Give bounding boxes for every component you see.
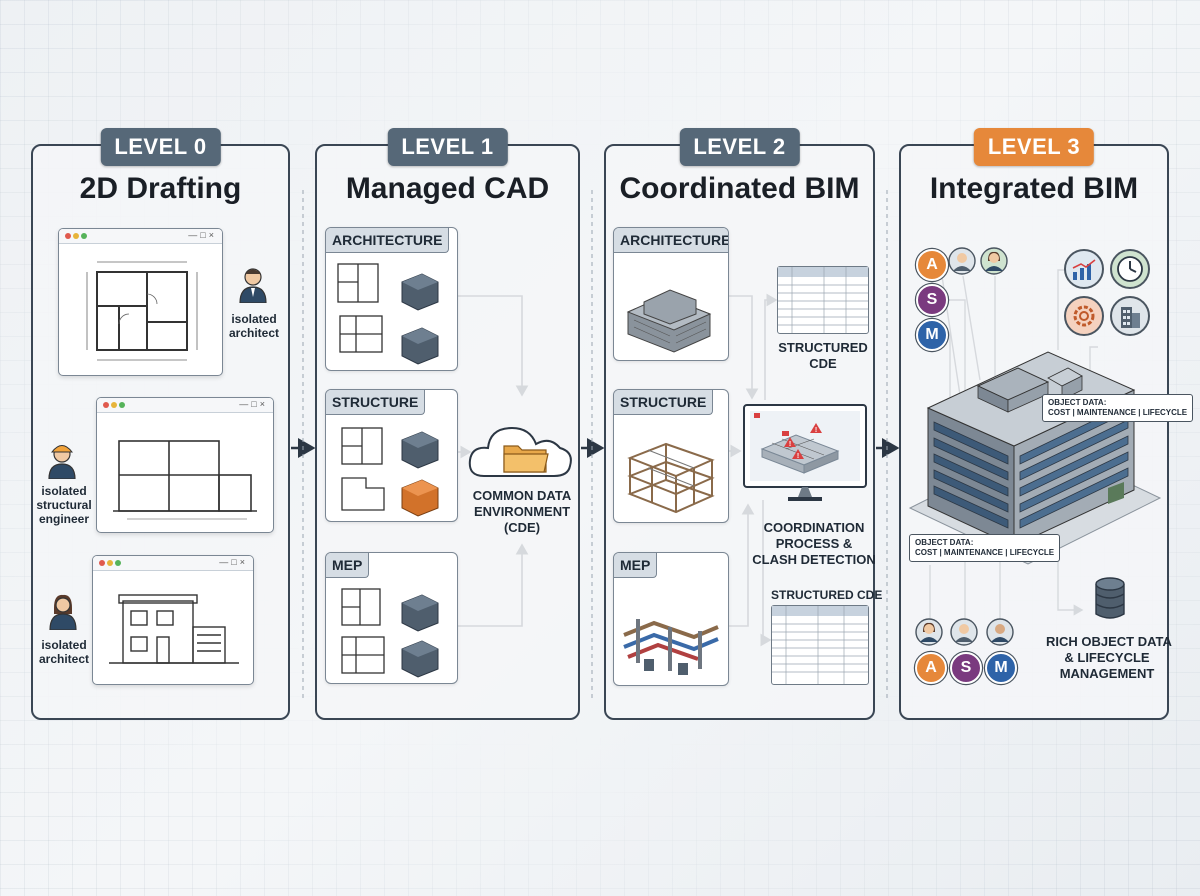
rich-data-caption-line: RICH OBJECT DATA bbox=[1046, 634, 1172, 649]
panel-title: Integrated BIM bbox=[929, 172, 1139, 205]
card-tab: MEP bbox=[614, 553, 658, 578]
structured-cde-table-bottom bbox=[771, 605, 869, 685]
l2-mep-card: MEP bbox=[613, 552, 729, 686]
svg-text:!: ! bbox=[789, 441, 791, 448]
clash-warning-icon: ! ! ! bbox=[782, 423, 822, 460]
section-drawing-window: —□× bbox=[96, 397, 274, 533]
letter-m-badge: M bbox=[916, 319, 948, 351]
avatar bbox=[950, 618, 978, 646]
team-avatars-bottom bbox=[915, 618, 1014, 646]
clock-icon bbox=[1110, 249, 1150, 289]
panel-title: Coordinated BIM bbox=[619, 172, 860, 205]
person-label-line: architect bbox=[228, 326, 280, 340]
card-tab: STRUCTURE bbox=[614, 390, 714, 415]
letter-s-badge: S bbox=[916, 284, 948, 316]
object-data-callout-bottom: OBJECT DATA: COST | MAINTENANCE | LIFECY… bbox=[909, 534, 1061, 562]
section-drawing bbox=[113, 440, 257, 520]
structured-cde-table-top bbox=[777, 266, 869, 334]
database-icon bbox=[1095, 577, 1125, 619]
person-label-line: isolated bbox=[231, 312, 277, 326]
l1-architecture-card: ARCHITECTURE bbox=[325, 227, 458, 371]
card-tab: ARCHITECTURE bbox=[614, 228, 728, 253]
coordination-caption-line: COORDINATION bbox=[763, 520, 865, 535]
person-label-line: structural bbox=[36, 498, 92, 512]
person-icon bbox=[47, 441, 77, 479]
avatar bbox=[980, 247, 1008, 275]
elevation-drawing bbox=[109, 594, 239, 664]
card-tab: STRUCTURE bbox=[326, 390, 426, 415]
elevation-drawing-window: —□× bbox=[92, 555, 254, 685]
gear-icon bbox=[1064, 296, 1104, 336]
person-icon bbox=[48, 594, 78, 630]
team-avatars-top bbox=[948, 247, 1008, 275]
level-badge: LEVEL 2 bbox=[679, 128, 800, 166]
rich-data-caption-line: MANAGEMENT bbox=[1059, 666, 1155, 681]
mep-pipes-icon bbox=[623, 619, 719, 675]
avatar bbox=[915, 618, 943, 646]
person-icon bbox=[238, 267, 268, 303]
person-label-line: engineer bbox=[38, 512, 89, 526]
avatar bbox=[948, 247, 976, 275]
person-label-line: architect bbox=[38, 652, 90, 666]
structure-frame-icon bbox=[627, 442, 715, 514]
l1-structure-card: STRUCTURE bbox=[325, 389, 458, 522]
letter-a-badge: A bbox=[915, 652, 947, 684]
person-label-line: isolated bbox=[41, 484, 87, 498]
l1-mep-card: MEP bbox=[325, 552, 458, 684]
coordination-caption-line: CLASH DETECTION bbox=[752, 552, 876, 567]
person-label-line: isolated bbox=[41, 638, 87, 652]
letter-a-badge: A bbox=[916, 249, 948, 281]
coordination-caption-line: PROCESS & bbox=[775, 536, 853, 551]
panel-title: 2D Drafting bbox=[79, 172, 242, 205]
cloud-folder-icon bbox=[468, 426, 572, 477]
floor-plan-window: —□× bbox=[58, 228, 223, 376]
monitor-icon: ! ! ! bbox=[743, 404, 867, 501]
building-model-icon bbox=[626, 289, 712, 353]
integrated-building-model bbox=[908, 351, 1162, 565]
object-data-title: OBJECT DATA: bbox=[915, 538, 974, 547]
level-badge: LEVEL 1 bbox=[387, 128, 508, 166]
rich-data-caption-line: & LIFECYCLE bbox=[1064, 650, 1150, 665]
level-badge: LEVEL 0 bbox=[100, 128, 221, 166]
letter-m-badge: M bbox=[985, 652, 1017, 684]
l2-architecture-card: ARCHITECTURE bbox=[613, 227, 729, 361]
card-tab: ARCHITECTURE bbox=[326, 228, 450, 253]
card-tab: MEP bbox=[326, 553, 370, 578]
structured-cde-bottom-caption: STRUCTURED CDE bbox=[771, 588, 883, 602]
letter-s-badge: S bbox=[950, 652, 982, 684]
cde-caption-line: (CDE) bbox=[503, 520, 541, 535]
floor-plan-drawing bbox=[86, 261, 198, 361]
level-badge: LEVEL 3 bbox=[973, 128, 1095, 166]
avatar bbox=[986, 618, 1014, 646]
svg-text:!: ! bbox=[797, 453, 799, 460]
cde-caption-line: COMMON DATA bbox=[472, 488, 572, 503]
object-data-fields: COST | MAINTENANCE | LIFECYCLE bbox=[915, 548, 1055, 557]
structured-cde-caption-line: CDE bbox=[809, 356, 837, 371]
object-data-callout-top: OBJECT DATA: COST | MAINTENANCE | LIFECY… bbox=[1042, 394, 1194, 422]
panel-title: Managed CAD bbox=[345, 172, 550, 205]
object-data-fields: COST | MAINTENANCE | LIFECYCLE bbox=[1048, 408, 1188, 417]
l2-structure-card: STRUCTURE bbox=[613, 389, 729, 523]
svg-text:!: ! bbox=[815, 427, 817, 434]
cde-caption-line: ENVIRONMENT bbox=[473, 504, 571, 519]
chart-icon bbox=[1064, 249, 1104, 289]
object-data-title: OBJECT DATA: bbox=[1048, 398, 1107, 407]
building-icon bbox=[1110, 296, 1150, 336]
structured-cde-caption-line: STRUCTURED bbox=[778, 340, 868, 355]
